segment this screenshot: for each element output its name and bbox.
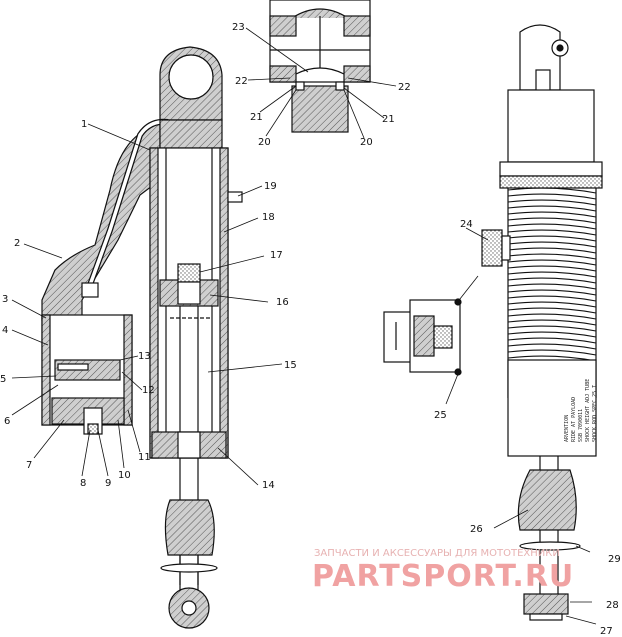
callout-6: 6 (4, 416, 10, 427)
spring-coil-loop (507, 199, 597, 206)
callout-1: 1 (81, 119, 87, 130)
callout-numbers: 1 2 3 4 5 6 7 8 9 10 11 12 13 14 15 16 1… (0, 22, 621, 637)
callout-20-right: 20 (360, 137, 373, 148)
leader-lines-bearing (245, 27, 397, 139)
spring-coil-loop (507, 289, 597, 296)
callout-12: 12 (142, 385, 155, 396)
spring-coil-loop (507, 283, 597, 290)
callout-2: 2 (14, 238, 20, 249)
watermark: ЗАПЧАСТИ И АКСЕССУАРЫ ДЛЯ МОТОТЕХНИКИ PA… (312, 548, 574, 594)
watermark-caption: ЗАПЧАСТИ И АКСЕССУАРЫ ДЛЯ МОТОТЕХНИКИ (314, 548, 560, 559)
coilover-assembly (499, 24, 603, 621)
spring-coil-loop (507, 223, 597, 230)
piston-nut (177, 263, 201, 283)
callout-19: 19 (264, 181, 277, 192)
rebound-adjuster-knob (481, 229, 511, 267)
spring-coil-loop (507, 331, 597, 338)
leader-lines-right (445, 227, 597, 625)
spring-coil-loop (507, 307, 597, 314)
spring-coil-loop (507, 295, 597, 302)
callout-5: 5 (0, 374, 6, 385)
lower-body (507, 359, 597, 457)
spring-coil-loop (507, 325, 597, 332)
callout-3: 3 (2, 294, 8, 305)
callout-14: 14 (262, 480, 275, 491)
callout-16: 16 (276, 297, 289, 308)
body-casting (41, 118, 161, 321)
callout-23: 23 (232, 22, 245, 33)
spring-coil-loop (507, 343, 597, 350)
spring-coil-loop (507, 205, 597, 212)
decal-line-5: SHOCK ROD SPEC 25 T (592, 385, 598, 442)
callout-22-right: 22 (398, 82, 411, 93)
shock-section-assembly (41, 46, 243, 629)
callout-25: 25 (434, 410, 447, 421)
bottom-bushing (523, 593, 569, 615)
callout-7: 7 (26, 460, 32, 471)
spring-coil-loop (507, 253, 597, 260)
callout-21-right: 21 (382, 114, 395, 125)
callout-15: 15 (284, 360, 297, 371)
leader-lines-left (11, 123, 283, 486)
callout-4: 4 (2, 325, 8, 336)
body-cap (159, 119, 223, 149)
callout-27: 27 (600, 626, 613, 637)
spring-coil-loop (507, 229, 597, 236)
right-washer (519, 541, 581, 551)
spring-coil-loop (507, 337, 597, 344)
spring-coil-loop (507, 265, 597, 272)
spring-coil-loop (507, 235, 597, 242)
decal-line-2: RIDE AT PAYLOAD (571, 397, 577, 442)
coil-spring (507, 187, 597, 398)
callout-29: 29 (608, 554, 621, 565)
callout-20-left: 20 (258, 137, 271, 148)
spring-coil-loop (507, 313, 597, 320)
bearing-insert (291, 85, 349, 133)
bump-stop (164, 499, 215, 556)
spring-coil-loop (507, 301, 597, 308)
callout-10: 10 (118, 470, 131, 481)
decal-line-1: ARVENTION (564, 415, 570, 442)
callout-9: 9 (105, 478, 111, 489)
bleed-valve (227, 191, 243, 203)
top-eyelet-bore (168, 54, 214, 100)
spring-coil-loop (507, 211, 597, 218)
callout-26: 26 (470, 524, 483, 535)
hose-fitting (81, 282, 99, 298)
adjuster-detail (383, 298, 462, 376)
spring-coil-loop (507, 319, 597, 326)
callout-18: 18 (262, 212, 275, 223)
callout-13: 13 (138, 351, 151, 362)
lower-washer (160, 563, 218, 573)
callout-28: 28 (606, 600, 619, 611)
spring-coil-loop (507, 187, 597, 194)
watermark-brand: PARTSPORT.RU (312, 559, 574, 594)
callout-24: 24 (460, 219, 473, 230)
upper-body (507, 89, 595, 163)
spring-coil-loop (507, 241, 597, 248)
callout-17: 17 (270, 250, 283, 261)
spring-coil-loop (507, 349, 597, 356)
right-bump-stop (517, 469, 577, 531)
spring-coil-loop (507, 217, 597, 224)
shock-decal: ARVENTION RIDE AT PAYLOAD SSB 7090011 SH… (564, 379, 598, 442)
decal-line-4: SHOCK HEIGHT ADJ TUBE (585, 379, 591, 442)
decal-line-3: SSB 7090011 (578, 409, 584, 442)
spring-coil-loop (507, 259, 597, 266)
callout-8: 8 (80, 478, 86, 489)
spring-coil-loop (507, 277, 597, 284)
callout-22-left: 22 (235, 76, 248, 87)
spring-coil-loop (507, 193, 597, 200)
callout-11: 11 (138, 452, 151, 463)
bearing-detail (269, 0, 371, 133)
spring-coil-loop (507, 271, 597, 278)
callout-21-left: 21 (250, 112, 263, 123)
spring-coil-loop (507, 247, 597, 254)
